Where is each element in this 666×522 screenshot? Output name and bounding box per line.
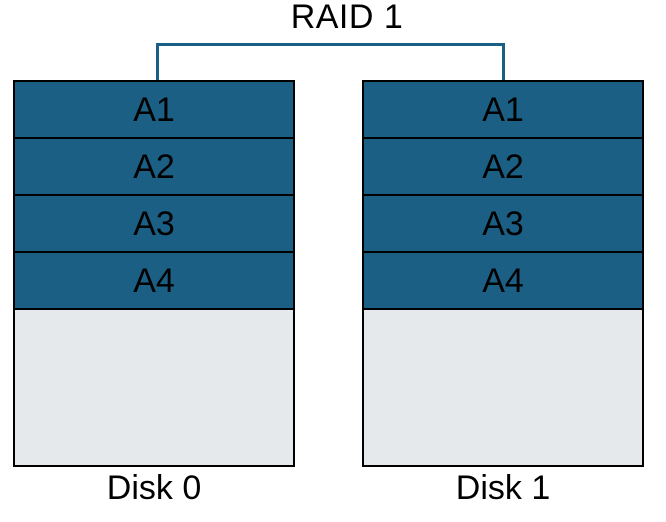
disk0-block-a4: A4 (15, 253, 293, 310)
disk0-free-space (15, 310, 293, 465)
disk1-block-a1: A1 (364, 82, 642, 139)
disk1-block-a4: A4 (364, 253, 642, 310)
disk1-label: Disk 1 (455, 469, 551, 507)
disk0-block-a2: A2 (15, 139, 293, 196)
disk0-block-a1: A1 (15, 82, 293, 139)
disk-1: A1 A2 A3 A4 (362, 80, 644, 467)
disk0-label: Disk 0 (106, 469, 202, 507)
diagram-title: RAID 1 (290, 0, 404, 36)
disk1-block-a3: A3 (364, 196, 642, 253)
raid-connector-bracket (156, 43, 505, 80)
disk1-block-a2: A2 (364, 139, 642, 196)
disk1-free-space (364, 310, 642, 465)
disk0-block-a3: A3 (15, 196, 293, 253)
disk-0: A1 A2 A3 A4 (13, 80, 295, 467)
